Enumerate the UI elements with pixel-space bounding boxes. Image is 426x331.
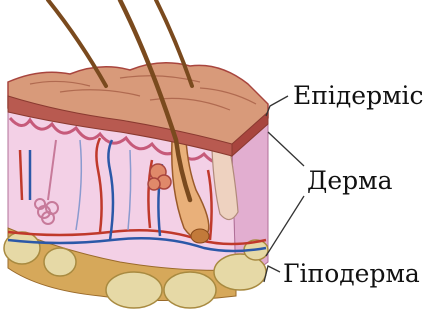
dermis-leader-lower <box>266 196 304 256</box>
fat-lobule <box>106 272 162 308</box>
leader-lines <box>264 96 304 282</box>
dermis-leader <box>268 132 304 166</box>
hypodermis-leader <box>264 266 280 282</box>
fat-lobule <box>44 248 76 276</box>
epidermis-leader <box>266 96 288 116</box>
label-hypodermis: Гіподерма <box>283 259 420 288</box>
fat-lobule <box>164 272 216 308</box>
skin-block <box>4 0 268 308</box>
fat-lobule <box>4 232 40 264</box>
label-dermis: Дерма <box>307 166 393 195</box>
label-epidermis: Епідерміс <box>293 81 424 110</box>
